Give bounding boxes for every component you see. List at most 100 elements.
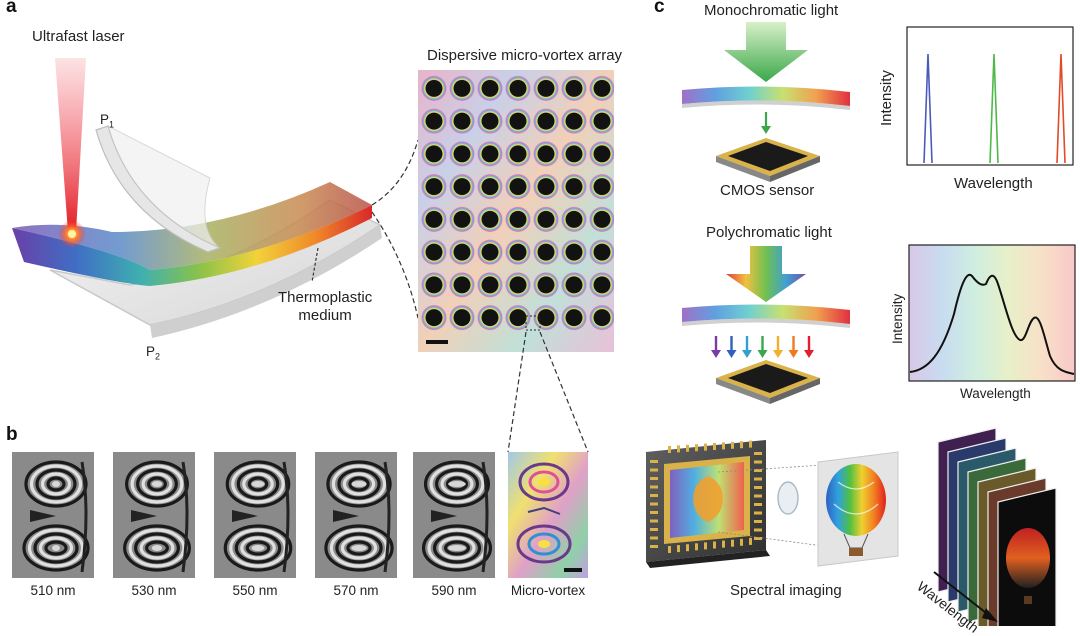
dispersive-film [682,86,850,106]
cmos-sensor-1 [716,138,820,182]
poly-light-label: Polychromatic light [706,224,832,241]
vortex-cell [477,108,503,135]
vortex-cell [561,271,587,298]
zoom-lines [507,331,589,453]
micro-vortex-image [508,452,588,578]
vortex-cell [589,304,614,331]
vortex-cell [421,271,447,298]
wavelength-label: 570 nm [333,583,379,598]
wavelength-tile: 550 nm [214,452,296,598]
panel-label-a: a [6,0,17,17]
color-arrow [742,336,752,358]
vortex-cell [533,206,559,233]
vortex-cell [449,108,475,135]
vortex-cell [533,239,559,266]
chart2-ylabel: Intensity [890,293,905,344]
laser-beam [55,58,86,232]
wavelength-tile: 590 nm [413,452,495,598]
scale-bar [426,340,448,344]
balloon-scene [817,451,899,567]
cmos-sensor-label: CMOS sensor [720,182,815,199]
mono-light-label: Monochromatic light [704,2,839,19]
wavelength-label: 510 nm [30,583,76,598]
array-title: Dispersive micro-vortex array [427,47,623,64]
vortex-cell [449,239,475,266]
color-arrow [726,336,737,358]
vortex-cell [561,108,587,135]
image-sensor-chip [646,440,770,568]
color-arrow [773,336,783,358]
vortex-cell [533,140,559,167]
vortex-cell [421,75,447,102]
cmos-sensor-2 [716,360,820,404]
vortex-cell [589,173,614,200]
vortex-cell [421,304,447,331]
wavelength-label: 590 nm [431,583,477,598]
vortex-cell [449,304,475,331]
color-arrow [804,336,814,358]
dispersive-film-2 [682,304,850,324]
vortex-cell [533,304,559,331]
interference-image [214,452,296,578]
wavelength-tile: 530 nm [113,452,195,598]
spectrum-peak [1056,53,1066,164]
spectrum-peak [923,53,933,164]
micro-vortex-label: Micro-vortex [510,583,586,598]
micro-vortex-array [418,70,614,352]
vortex-cell [505,173,531,200]
dispersed-color-arrows [711,336,814,358]
vortex-cell [561,239,587,266]
vortex-cell [505,108,531,135]
vortex-cell [561,173,587,200]
vortex-cell [421,140,447,167]
interference-image [413,452,495,578]
vortex-cell [477,271,503,298]
vortex-cell [561,206,587,233]
vortex-cell [589,140,614,167]
spectral-imaging-diagram [646,440,899,568]
vortex-cell [505,206,531,233]
color-arrow [757,336,768,358]
interference-image [113,452,195,578]
vortex-cell [449,271,475,298]
laser-label: Ultrafast laser [32,28,125,45]
vortex-cell [533,75,559,102]
spectral-imaging-label: Spectral imaging [730,582,842,599]
color-arrow [788,336,799,358]
vortex-cell [421,206,447,233]
vortex-cell [533,271,559,298]
vortex-cell [505,75,531,102]
wavelength-label: 550 nm [232,583,278,598]
vortex-cell [589,239,614,266]
vortex-cell [561,304,587,331]
vortex-cell [421,173,447,200]
zoom-box [525,315,541,331]
panel-label-b: b [6,424,18,445]
interference-image [315,452,397,578]
vortex-cell [477,75,503,102]
vortex-cell [561,75,587,102]
vortex-cell [421,108,447,135]
vortex-cell [589,108,614,135]
vortex-cell [589,206,614,233]
vortex-cell [533,108,559,135]
rainbow-light-arrow [726,246,806,302]
interference-image [12,452,94,578]
green-light-arrow [724,22,808,82]
vortex-cell [589,75,614,102]
panel-label-c: c [654,0,665,17]
vortex-cell [449,173,475,200]
wavelength-tile: 510 nm [12,452,94,598]
poly-spectrum-chart [908,244,1076,382]
chart1-xlabel: Wavelength [954,175,1033,192]
vortex-cell [477,140,503,167]
wavelength-tile: 570 nm [315,452,397,598]
spectrum-curve [909,273,1075,375]
polarizer-1-label: P1 [100,112,115,130]
vortex-cell [505,140,531,167]
wavelength-label: 530 nm [131,583,177,598]
vortex-cell [449,140,475,167]
vortex-cell [505,304,531,331]
vortex-cell [561,140,587,167]
vortex-cell [449,75,475,102]
